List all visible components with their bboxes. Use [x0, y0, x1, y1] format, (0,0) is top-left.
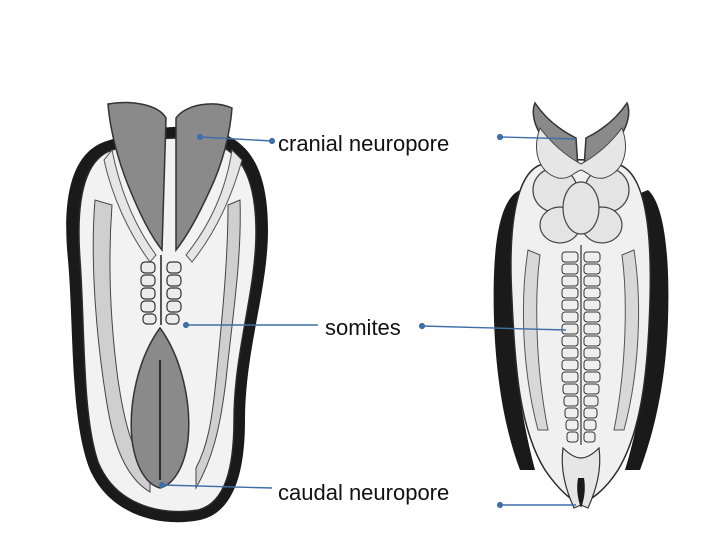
right-embryo-right-shadow: [625, 190, 669, 470]
right-somites: [561, 251, 601, 443]
left-embryo: [66, 101, 268, 523]
left-head-fold-right: [185, 148, 243, 263]
right-cranial-closed-lobes: [536, 126, 626, 179]
leader-lines: [158, 133, 577, 509]
right-embryo: [493, 101, 669, 509]
right-lateral-left: [522, 249, 549, 431]
left-somites: [140, 261, 182, 325]
label-caudal-neuropore: caudal neuropore: [278, 480, 450, 505]
right-embryo-left-shadow: [493, 190, 535, 470]
label-somites: somites: [325, 315, 401, 340]
left-embryo-right-fold: [195, 199, 241, 490]
cranial-leader-right: [496, 133, 577, 141]
right-brain-vesicles: [532, 167, 630, 244]
right-lateral-right: [613, 249, 640, 431]
right-caudal-neuropore-slit: [577, 478, 585, 508]
somites-leader-right: [418, 322, 567, 331]
caudal-leader-left: [158, 481, 273, 489]
cranial-leader-left: [196, 133, 276, 145]
label-cranial-neuropore: cranial neuropore: [278, 131, 450, 156]
left-cranial-left-lobe: [107, 101, 167, 253]
